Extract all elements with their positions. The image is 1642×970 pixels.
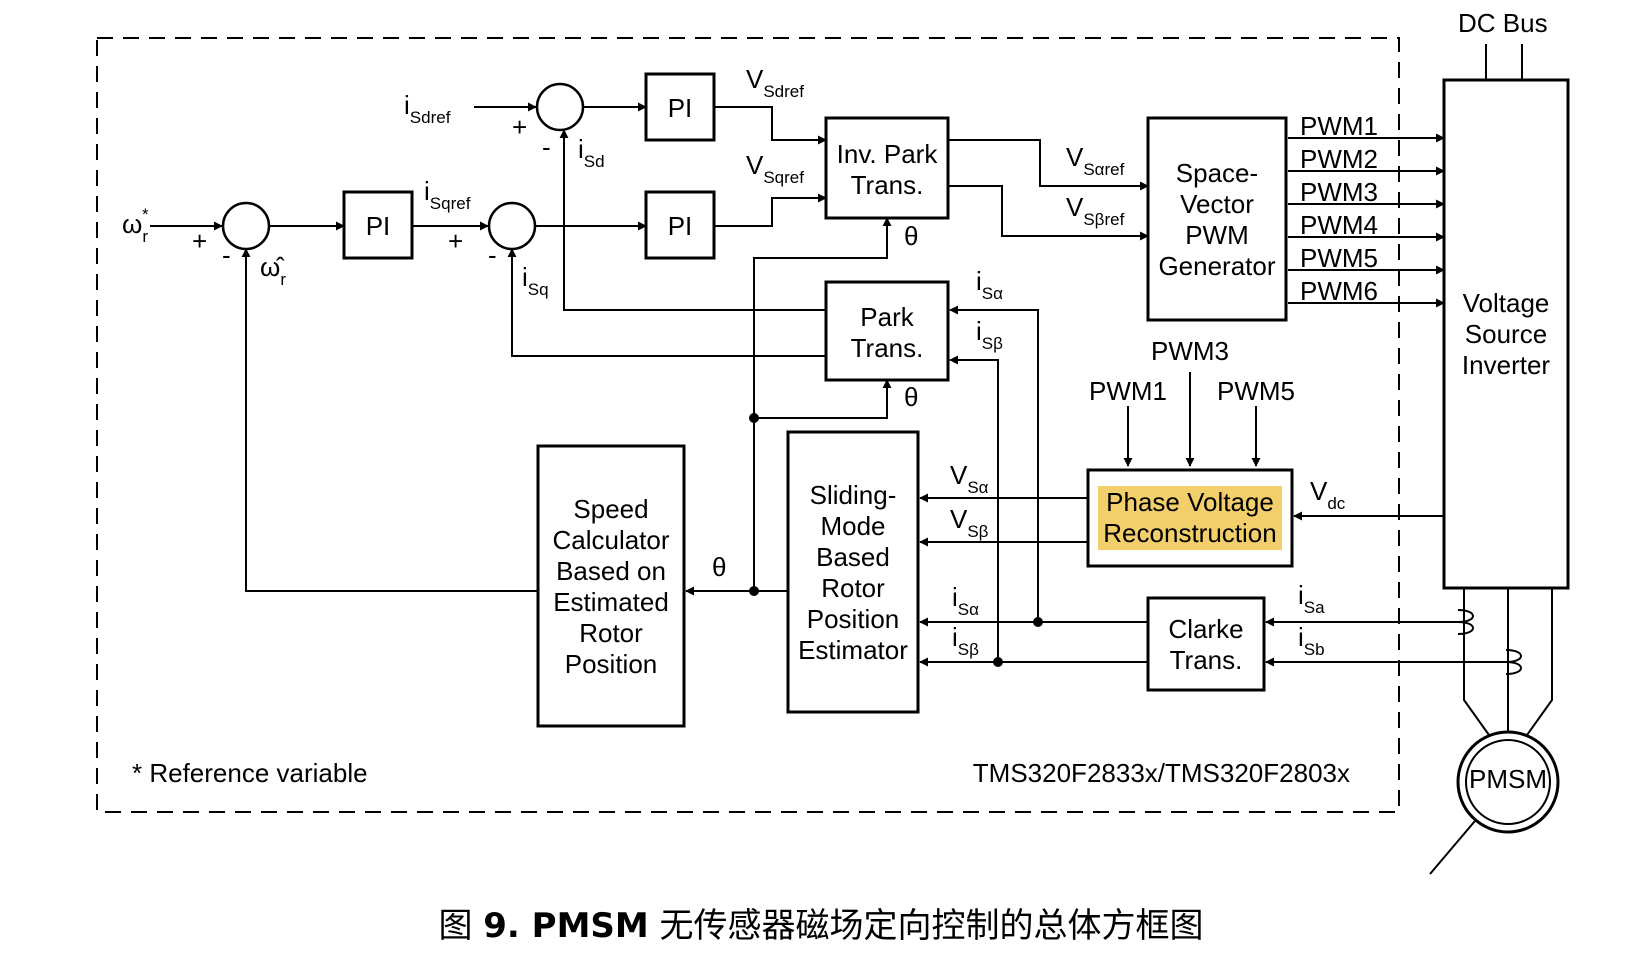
svg-text:PWM5: PWM5 [1217, 376, 1295, 406]
svg-text:PWM4: PWM4 [1300, 210, 1378, 240]
id-sum-junction [535, 82, 585, 132]
speed-calculator-block: Speed Calculator Based on Estimated Roto… [536, 444, 686, 728]
svg-text:Position: Position [565, 649, 658, 679]
svg-text:Trans.: Trans. [851, 333, 924, 363]
svg-text:Clarke: Clarke [1168, 614, 1243, 644]
v-sbetaref-label: VSβref [1066, 192, 1125, 229]
sum-sign-labels: + - + - + - [192, 112, 551, 270]
reference-variable-note: * Reference variable [132, 758, 368, 788]
pi-iq-block: PI [644, 190, 716, 260]
svg-text:PWM1: PWM1 [1089, 376, 1167, 406]
chip-label: TMS320F2833x/TMS320F2803x [973, 758, 1350, 788]
svg-text:Estimated: Estimated [553, 587, 669, 617]
v-salpha-label: VSα [950, 460, 989, 497]
svg-text:Inverter: Inverter [1462, 350, 1550, 380]
i-salpha-smo-label: iSα [952, 582, 979, 619]
svg-text:Vector: Vector [1180, 189, 1254, 219]
i-sq-label: iSq [522, 262, 549, 299]
svg-text:-: - [542, 132, 551, 162]
signal-wires [150, 44, 1553, 875]
park-block: Park Trans. [824, 280, 950, 382]
svg-text:Inv. Park: Inv. Park [837, 139, 939, 169]
svg-text:Estimator: Estimator [798, 635, 908, 665]
svg-text:PI: PI [668, 211, 693, 241]
svg-text:PWM2: PWM2 [1300, 144, 1378, 174]
voltage-source-inverter-block: Voltage Source Inverter [1442, 78, 1570, 590]
omega-hat-label: ω̂r [260, 252, 286, 289]
svg-text:Based: Based [816, 542, 890, 572]
svg-text:Space-: Space- [1176, 158, 1258, 188]
phase-voltage-reconstruction-block: Phase Voltage Reconstruction [1086, 468, 1294, 568]
inv-park-block: Inv. Park Trans. [824, 116, 950, 220]
speed-sum-junction [221, 201, 271, 251]
i-sbeta-park-label: iSβ [976, 316, 1003, 353]
svg-text:Reconstruction: Reconstruction [1103, 518, 1276, 548]
svg-text:PWM3: PWM3 [1151, 336, 1229, 366]
svg-text:Rotor: Rotor [821, 573, 885, 603]
svg-text:+: + [448, 226, 463, 256]
figure-caption: 图 9. PMSM 无传感器磁场定向控制的总体方框图 [438, 906, 1204, 946]
svg-text:Trans.: Trans. [851, 170, 924, 200]
i-sd-label: iSd [578, 134, 605, 171]
sliding-mode-estimator-block: Sliding- Mode Based Rotor Position Estim… [786, 430, 920, 714]
i-sa-label: iSa [1298, 580, 1325, 617]
v-sdref-label: VSdref [746, 64, 804, 101]
svg-text:Sliding-: Sliding- [810, 480, 897, 510]
svg-text:Based on: Based on [556, 556, 666, 586]
svg-text:Calculator: Calculator [552, 525, 669, 555]
svg-text:Source: Source [1465, 319, 1547, 349]
junction-dots [749, 413, 1043, 667]
pi-id-block: PI [644, 72, 716, 142]
svpwm-block: Space- Vector PWM Generator [1146, 116, 1288, 322]
controller-boundary [96, 37, 1400, 813]
svg-text:-: - [488, 240, 497, 270]
svg-text:PWM: PWM [1185, 220, 1249, 250]
pwm-feedback-labels: PWM1 PWM3 PWM5 [1089, 336, 1295, 406]
i-sdref-label: iSdref [404, 90, 451, 127]
svg-text:Generator: Generator [1158, 251, 1275, 281]
v-sbeta-label: VSβ [950, 504, 989, 541]
pwm-output-labels: PWM1 PWM2 PWM3 PWM4 PWM5 PWM6 [1300, 111, 1378, 306]
i-sbeta-smo-label: iSβ [952, 622, 979, 659]
svg-text:Mode: Mode [820, 511, 885, 541]
svg-text:Voltage: Voltage [1463, 288, 1550, 318]
v-sqref-label: VSqref [746, 150, 804, 187]
theta-label-estimator: θ [712, 552, 726, 582]
svg-text:PMSM: PMSM [1469, 764, 1547, 794]
v-salpharef-label: VSαref [1066, 142, 1125, 179]
svg-text:PWM6: PWM6 [1300, 276, 1378, 306]
svg-text:Rotor: Rotor [579, 618, 643, 648]
svg-text:PWM1: PWM1 [1300, 111, 1378, 141]
svg-text:Phase Voltage: Phase Voltage [1106, 487, 1274, 517]
theta-label-park: θ [904, 382, 918, 412]
svg-text:PWM3: PWM3 [1300, 177, 1378, 207]
svg-text:PI: PI [668, 93, 693, 123]
omega-ref-label: ωr* [122, 205, 149, 246]
svg-text:Speed: Speed [573, 494, 648, 524]
dc-bus-label: DC Bus [1458, 8, 1548, 38]
i-sqref-label: iSqref [424, 176, 471, 213]
theta-label-inv-park: θ [904, 221, 918, 251]
iq-sum-junction [487, 201, 537, 251]
pi-speed-block: PI [342, 190, 414, 260]
svg-text:Trans.: Trans. [1170, 645, 1243, 675]
pmsm-motor: PMSM [1456, 730, 1560, 834]
svg-text:PWM5: PWM5 [1300, 243, 1378, 273]
svg-text:+: + [512, 112, 527, 142]
svg-text:PI: PI [366, 211, 391, 241]
v-dc-label: Vdc [1310, 476, 1346, 513]
i-sb-label: iSb [1298, 622, 1325, 659]
clarke-block: Clarke Trans. [1146, 596, 1266, 692]
svg-text:+: + [192, 226, 207, 256]
svg-text:-: - [222, 240, 231, 270]
svg-text:Park: Park [860, 302, 914, 332]
svg-text:Position: Position [807, 604, 900, 634]
i-salpha-park-label: iSα [976, 266, 1003, 303]
